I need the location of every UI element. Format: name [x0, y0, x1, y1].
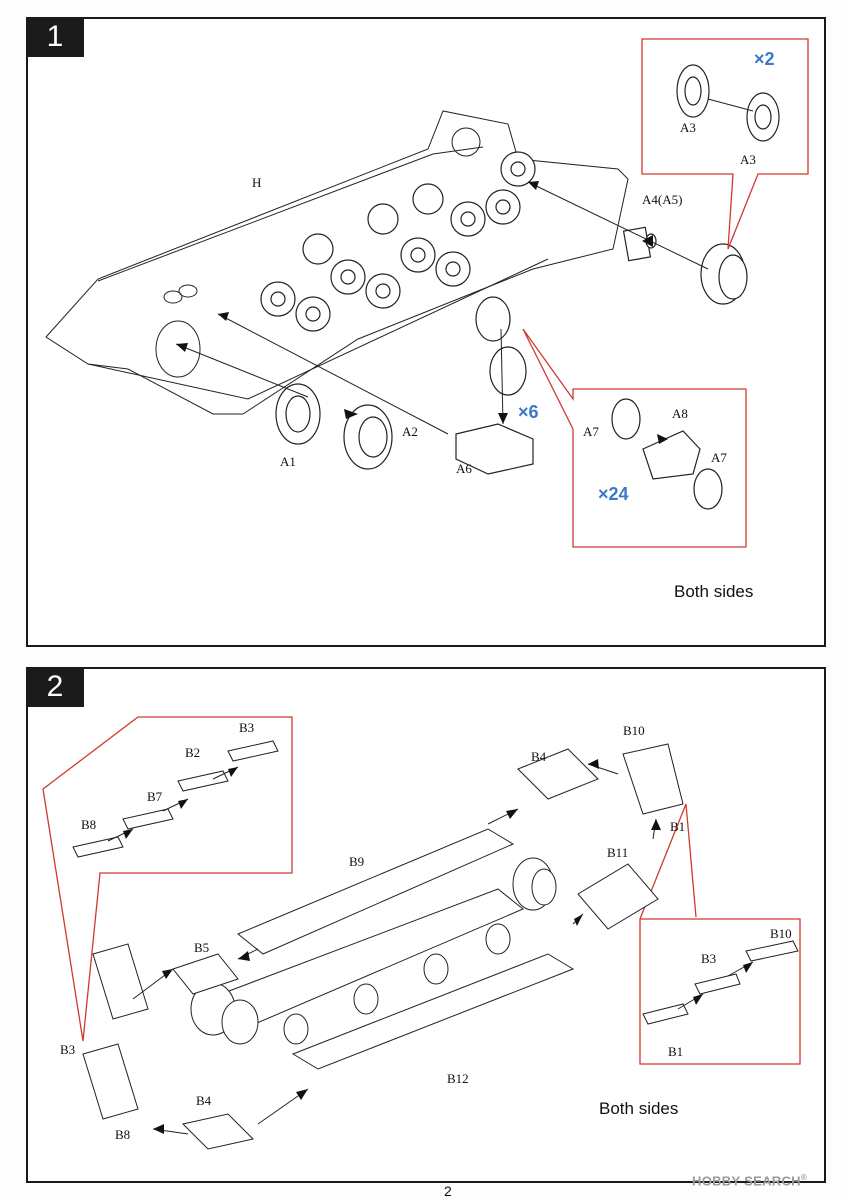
label-A7-left: A7 — [583, 424, 599, 439]
label-H: H — [252, 175, 262, 190]
label-B10-right: B10 — [770, 926, 792, 941]
b3-small — [227, 740, 279, 762]
label-B3-top: B3 — [239, 720, 255, 735]
step-2-diagram — [42, 716, 801, 1150]
step-2-badge: 2 — [26, 667, 84, 707]
road-wheel-array — [260, 151, 536, 332]
a7-wheel-left — [611, 398, 641, 440]
road-wheel — [283, 1013, 309, 1045]
track-link-b4-top — [517, 748, 599, 800]
leader-a3 — [707, 98, 754, 112]
hull-upper-edge — [97, 146, 484, 282]
track-link-b8-left — [82, 1043, 139, 1120]
a7-wheel-right — [693, 468, 723, 510]
label-B12: B12 — [447, 1071, 469, 1086]
label-B3-left: B3 — [60, 1042, 76, 1057]
track-link-b4-bottom — [182, 1113, 254, 1150]
hatch-3 — [178, 284, 198, 298]
b2-small — [177, 770, 229, 792]
label-A7-right: A7 — [711, 450, 727, 465]
label-B2: B2 — [185, 745, 201, 760]
multiplier-x2: ×2 — [754, 49, 775, 69]
leader-idler — [527, 181, 709, 270]
leader-bogie — [500, 328, 504, 425]
label-A4: A4(A5) — [642, 192, 683, 207]
track-link-b3-left — [92, 943, 149, 1020]
label-A8: A8 — [672, 406, 688, 421]
label-B9: B9 — [349, 854, 365, 869]
step-1-diagram — [45, 38, 809, 548]
label-B1-bottom: B1 — [668, 1044, 684, 1059]
label-A3-top: A3 — [680, 120, 696, 135]
drive-mount — [155, 320, 201, 378]
multiplier-x24: ×24 — [598, 484, 629, 504]
watermark-mark: ® — [800, 1173, 808, 1182]
label-A1: A1 — [280, 454, 296, 469]
label-B7: B7 — [147, 789, 163, 804]
step-2-panel: 2 — [26, 667, 826, 1183]
leader-a2-hull — [217, 313, 449, 435]
label-B1-top: B1 — [670, 819, 686, 834]
b3-small-right — [694, 973, 741, 995]
label-B5: B5 — [194, 940, 210, 955]
b7-small — [122, 808, 174, 830]
step-1-badge: 1 — [26, 17, 84, 57]
label-A3-bottom: A3 — [740, 152, 756, 167]
step-1-note: Both sides — [674, 582, 754, 601]
label-B3-right: B3 — [701, 951, 717, 966]
hatch-2 — [163, 290, 183, 304]
label-B4-top: B4 — [531, 749, 547, 764]
leader-a1-hull — [175, 343, 309, 398]
hull-outline — [45, 110, 629, 415]
bogie-wheel-2 — [489, 346, 527, 396]
track-link-b11 — [577, 863, 659, 930]
label-B11: B11 — [607, 845, 629, 860]
bogie-bracket-a6 — [455, 423, 534, 475]
b10-small — [745, 940, 799, 962]
watermark: HOBBY SEARCH® — [692, 1173, 807, 1188]
label-B8-bottom: B8 — [115, 1127, 131, 1142]
callout-b3-b8 — [42, 716, 293, 1042]
track-run-b12 — [291, 953, 575, 1070]
track-link-b5 — [172, 953, 239, 995]
label-B8-top: B8 — [81, 817, 97, 832]
callout-b1-b10 — [639, 803, 801, 1065]
page-number: 2 — [444, 1183, 452, 1199]
a8-bogie — [642, 430, 701, 480]
b1-small — [642, 1003, 689, 1025]
multiplier-x6: ×6 — [518, 402, 539, 422]
step-2-note: Both sides — [599, 1099, 679, 1118]
step-1-panel: 1 — [26, 17, 826, 647]
hatch-1 — [451, 127, 481, 157]
callout-a7-a8 — [522, 328, 747, 548]
hull-lower-edge — [87, 258, 549, 400]
watermark-text: HOBBY SEARCH — [692, 1173, 801, 1189]
b8-small — [72, 836, 124, 858]
label-B10-top: B10 — [623, 723, 645, 738]
track-run-b9 — [237, 828, 515, 955]
bogie-wheel-1 — [475, 296, 511, 342]
track-link-b10-top — [622, 743, 684, 815]
label-A2: A2 — [402, 424, 418, 439]
callout-a3 — [641, 38, 809, 250]
label-A6: A6 — [456, 461, 472, 476]
label-B4-bottom: B4 — [196, 1093, 212, 1108]
